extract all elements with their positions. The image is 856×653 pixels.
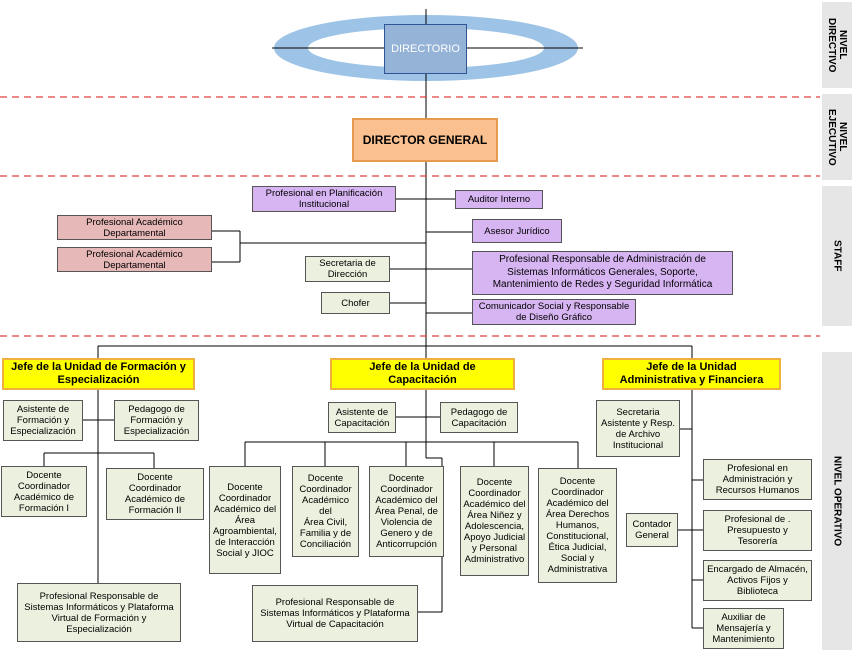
jefe-capacitacion: Jefe de la Unidad de Capacitación <box>330 358 515 390</box>
level-staff: STAFF <box>822 186 852 326</box>
staff-planificacion: Profesional en Planificación Institucion… <box>252 186 396 212</box>
staff-academico-2: Profesional Académico Departamental <box>57 247 212 272</box>
capacitacion-docente-penal: Docente Coordinador Académico del Área P… <box>369 466 444 557</box>
capacitacion-docente-ddhh: Docente Coordinador Académico del Área D… <box>538 468 617 583</box>
staff-comunicador: Comunicador Social y Responsable de Dise… <box>472 299 636 325</box>
formacion-sistemas: Profesional Responsable de Sistemas Info… <box>17 583 181 642</box>
staff-sistemas: Profesional Responsable de Administració… <box>472 251 733 295</box>
formacion-asistente: Asistente de Formación y Especialización <box>3 400 83 441</box>
staff-secretaria: Secretaria de Dirección <box>305 256 390 282</box>
administrativa-presupuesto: Profesional de . Presupuesto y Tesorería <box>703 510 812 551</box>
capacitacion-docente-ninez: Docente Coordinador Académico del Área N… <box>460 466 529 576</box>
staff-academico-1: Profesional Académico Departamental <box>57 215 212 240</box>
director-general-box: DIRECTOR GENERAL <box>352 118 498 162</box>
formacion-docente-2: Docente Coordinador Académico de Formaci… <box>106 468 204 520</box>
capacitacion-sistemas: Profesional Responsable de Sistemas Info… <box>252 585 418 642</box>
staff-auditor: Auditor Interno <box>455 190 543 209</box>
staff-asesor: Asesor Jurídico <box>472 219 562 243</box>
administrativa-rrhh: Profesional en Administración y Recursos… <box>703 459 812 500</box>
level-operativo: NIVEL OPERATIVO <box>822 352 852 650</box>
level-directivo: NIVEL DIRECTIVO <box>822 2 852 88</box>
directorio-box: DIRECTORIO <box>384 24 467 74</box>
formacion-pedagogo: Pedagogo de Formación y Especialización <box>114 400 199 441</box>
administrativa-secretaria: Secretaria Asistente y Resp. de Archivo … <box>596 400 680 457</box>
administrativa-almacen: Encargado de Almacén, Activos Fijos y Bi… <box>703 560 812 601</box>
capacitacion-docente-civil: Docente Coordinador Académico del Área C… <box>292 466 359 557</box>
administrativa-contador: Contador General <box>626 513 678 547</box>
administrativa-mensajeria: Auxiliar de Mensajería y Mantenimiento <box>703 608 784 649</box>
capacitacion-docente-agroambiental: Docente Coordinador Académico del Área A… <box>209 466 281 574</box>
jefe-administrativa: Jefe de la Unidad Administrativa y Finan… <box>602 358 781 390</box>
capacitacion-pedagogo: Pedagogo de Capacitación <box>440 402 518 433</box>
jefe-formacion: Jefe de la Unidad de Formación y Especia… <box>2 358 195 390</box>
staff-chofer: Chofer <box>321 292 390 314</box>
capacitacion-asistente: Asistente de Capacitación <box>328 402 396 433</box>
formacion-docente-1: Docente Coordinador Académico de Formaci… <box>1 466 87 517</box>
level-ejecutivo: NIVEL EJECUTIVO <box>822 94 852 180</box>
